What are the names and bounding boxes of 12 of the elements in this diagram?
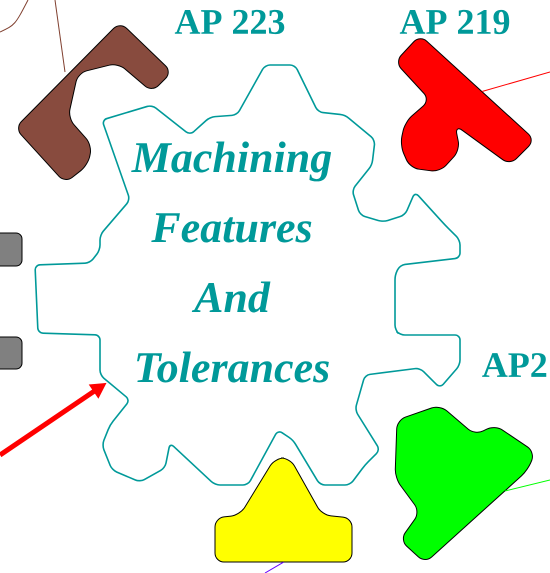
connector-line (54, 0, 66, 72)
puzzle-piece (214, 458, 352, 562)
puzzle-piece (394, 406, 533, 560)
connector-line (504, 480, 550, 492)
part-label: AP2 (482, 353, 546, 377)
rounded-box (0, 336, 22, 370)
connector-line (264, 562, 284, 573)
connector-line (482, 72, 550, 92)
part-label: AP 223 (174, 10, 284, 34)
part-label: AP 219 (400, 10, 510, 34)
puzzle-piece (398, 38, 532, 172)
rounded-box (0, 232, 22, 266)
